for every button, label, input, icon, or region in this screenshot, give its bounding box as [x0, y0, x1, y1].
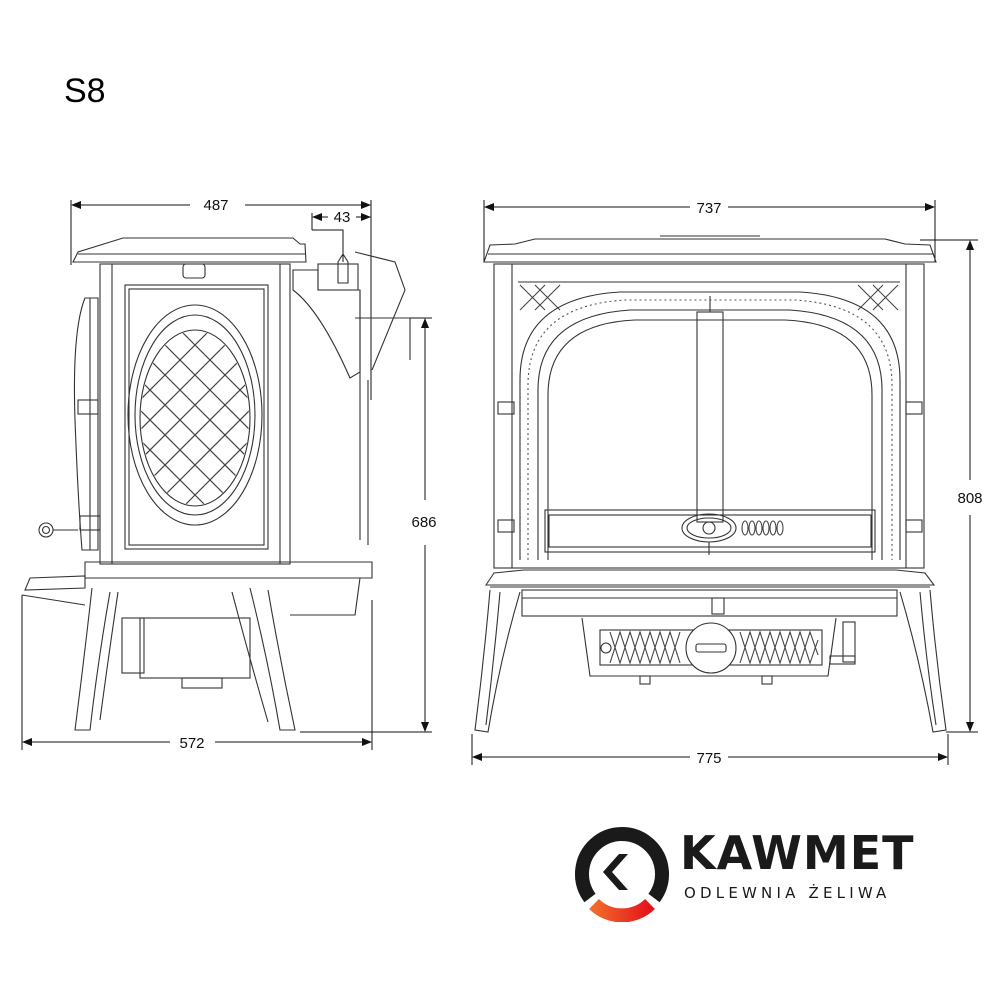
logo-tagline: ODLEWNIA ŻELIWA	[684, 884, 891, 902]
logo-mark-icon	[575, 827, 669, 922]
dim-label-775: 775	[696, 750, 721, 767]
dim-label-808: 808	[957, 490, 982, 507]
dimension-775	[471, 734, 949, 765]
dim-label-737: 737	[696, 200, 721, 217]
dimension-487	[70, 200, 372, 400]
dimension-572	[21, 595, 373, 750]
dim-label-43: 43	[334, 209, 351, 226]
dimension-737	[483, 200, 936, 262]
side-view	[21, 200, 432, 750]
dim-label-487: 487	[203, 197, 228, 214]
dim-label-572: 572	[179, 735, 204, 752]
dimension-808	[920, 239, 978, 733]
dimension-43	[311, 213, 371, 262]
dim-label-686: 686	[411, 514, 436, 531]
model-title: S8	[64, 72, 106, 110]
kawmet-logo: KAWMET ODLEWNIA ŻELIWA	[568, 820, 948, 922]
logo-brand: KAWMET	[680, 826, 915, 880]
front-view	[471, 200, 978, 765]
dimension-686	[300, 317, 432, 733]
